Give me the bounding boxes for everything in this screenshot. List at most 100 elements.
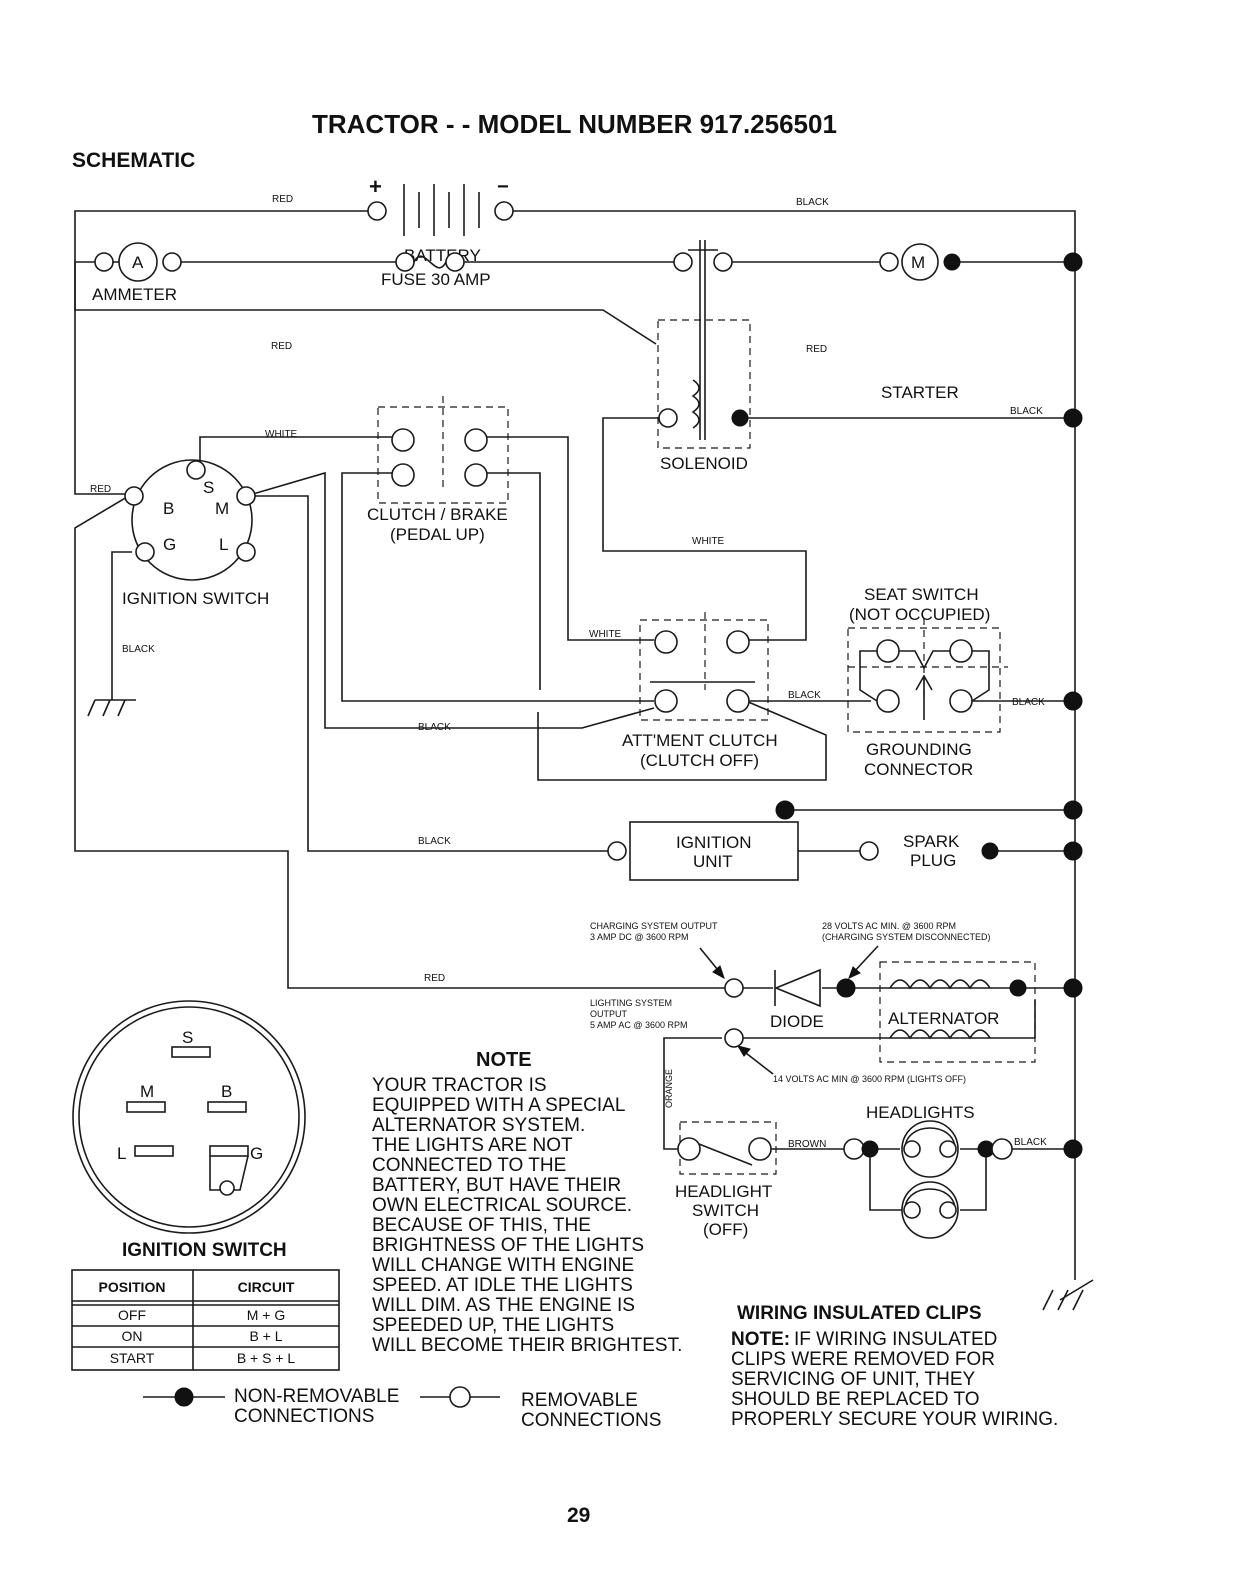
wire-label-red-starter: RED (806, 344, 827, 355)
seat-switch-label-1: SEAT SWITCH (864, 585, 979, 604)
wire-label-red-ignition: RED (90, 484, 111, 495)
volts14-annotation: 14 VOLTS AC MIN @ 3600 RPM (LIGHTS OFF) (773, 1074, 966, 1084)
clutch-brake-label-2: (PEDAL UP) (390, 525, 485, 544)
ignition-face-s: S (182, 1028, 193, 1047)
removable-connection-icon (449, 1386, 471, 1408)
wire-label-orange: ORANGE (664, 1069, 674, 1108)
note-line: OWN ELECTRICAL SOURCE. (372, 1195, 632, 1216)
clips-line: SERVICING OF UNIT, THEY (731, 1369, 976, 1390)
wire-label-black-starter: BLACK (1010, 406, 1043, 417)
note-line: THE LIGHTS ARE NOT (372, 1135, 573, 1156)
note-line: CONNECTED TO THE (372, 1155, 566, 1176)
note-heading: NOTE (476, 1049, 532, 1071)
starter-symbol-letter: M (911, 253, 925, 272)
wire-label-white-ignition: WHITE (265, 429, 298, 440)
ignition-switch-symbol (124, 459, 256, 581)
table-cell-circuit: M + G (247, 1307, 286, 1323)
alternator-label: ALTERNATOR (888, 1009, 999, 1028)
wire-label-black-headlights: BLACK (1014, 1137, 1047, 1148)
ignition-terminal-g: G (163, 535, 176, 554)
ignition-detail-title: IGNITION SWITCH (122, 1240, 287, 1261)
lighting-output-terminal (724, 1028, 744, 1048)
ignition-face-m: M (140, 1082, 154, 1101)
grounding-label-1: GROUNDING (866, 740, 972, 759)
headlights-label: HEADLIGHTS (866, 1103, 975, 1122)
spark-plug-label-2: PLUG (910, 851, 956, 870)
wire-label-black-ground-conn: BLACK (1012, 697, 1045, 708)
wire-label-white-attment: WHITE (589, 629, 622, 640)
ignition-switch-label: IGNITION SWITCH (122, 589, 269, 608)
wire-label-black: BLACK (796, 197, 829, 208)
wire-label-red-alternator: RED (424, 973, 445, 984)
ignition-face-b: B (221, 1082, 232, 1101)
legend-non-removable-2: CONNECTIONS (234, 1406, 374, 1427)
alternator-symbol (879, 961, 1083, 1063)
wire-label-black-ignition-unit: BLACK (418, 836, 451, 847)
ignition-terminal-s: S (203, 478, 214, 497)
note-line: BATTERY, BUT HAVE THEIR (372, 1175, 621, 1196)
seat-switch-label-2: (NOT OCCUPIED) (849, 605, 990, 624)
clutch-brake-switch (377, 396, 509, 504)
ignition-terminal-l: L (219, 535, 228, 554)
starter-label: STARTER (881, 383, 959, 402)
charging-annotation-1: CHARGING SYSTEM OUTPUT (590, 921, 718, 931)
note-line: WILL CHANGE WITH ENGINE (372, 1255, 634, 1276)
clips-body: IF WIRING INSULATED CLIPS WERE REMOVED F… (731, 1329, 1058, 1430)
starter-symbol (879, 243, 1083, 428)
wire-label-red-ammeter: RED (271, 341, 292, 352)
battery-symbol (367, 184, 514, 236)
ignition-switch-face (72, 1000, 306, 1234)
table-header-circuit: CIRCUIT (238, 1279, 295, 1295)
ignition-terminal-m: M (215, 499, 229, 518)
wire-label-black-seat: BLACK (788, 690, 821, 701)
seat-switch (847, 618, 1083, 733)
note-line: ALTERNATOR SYSTEM. (372, 1115, 585, 1136)
note-line: WILL DIM. AS THE ENGINE IS (372, 1295, 635, 1316)
note-body: YOUR TRACTOR IS EQUIPPED WITH A SPECIAL … (372, 1075, 682, 1356)
note-line: EQUIPPED WITH A SPECIAL (372, 1095, 625, 1116)
headlight-switch-label-2: SWITCH (692, 1201, 759, 1220)
ammeter-symbol (94, 242, 182, 282)
clips-line: IF WIRING INSULATED (794, 1329, 997, 1350)
fuse-symbol (395, 252, 465, 272)
wire-label-black-attment: BLACK (418, 722, 451, 733)
clutch-brake-label-1: CLUTCH / BRAKE (367, 505, 508, 524)
solenoid-symbol (657, 240, 751, 449)
non-removable-connection-icon (174, 1387, 194, 1407)
lighting-annotation-1: LIGHTING SYSTEM (590, 998, 672, 1008)
note-line: WILL BECOME THEIR BRIGHTEST. (372, 1335, 682, 1356)
charging-annotation-2: 3 AMP DC @ 3600 RPM (590, 932, 689, 942)
table-cell-position: START (110, 1350, 155, 1366)
table-cell-circuit: B + S + L (237, 1350, 296, 1366)
ignition-face-g: G (250, 1144, 263, 1163)
legend-removable-1: REMOVABLE (521, 1390, 638, 1411)
attment-clutch-label-2: (CLUTCH OFF) (640, 751, 759, 770)
lighting-annotation-2: OUTPUT (590, 1009, 628, 1019)
table-cell-circuit: B + L (249, 1328, 282, 1344)
ignition-unit-label-2: UNIT (693, 852, 733, 871)
table-header-position: POSITION (99, 1279, 166, 1295)
headlight-switch (677, 1121, 777, 1175)
wire-label-brown: BROWN (788, 1139, 826, 1150)
table-cell-position: ON (122, 1328, 143, 1344)
clips-line: SHOULD BE REPLACED TO (731, 1389, 979, 1410)
legend-removable-2: CONNECTIONS (521, 1410, 661, 1431)
note-line: BRIGHTNESS OF THE LIGHTS (372, 1235, 644, 1256)
diode-label: DIODE (770, 1012, 824, 1031)
volts28-annotation-1: 28 VOLTS AC MIN. @ 3600 RPM (822, 921, 956, 931)
diode-symbol (724, 968, 856, 1008)
annotation-arrows (699, 945, 879, 1075)
page-title: TRACTOR - - MODEL NUMBER 917.256501 (312, 109, 837, 139)
clips-line: CLIPS WERE REMOVED FOR (731, 1349, 995, 1370)
clips-heading: WIRING INSULATED CLIPS (737, 1303, 982, 1324)
page-number: 29 (567, 1504, 590, 1527)
spark-plug-symbol (859, 841, 1083, 861)
ammeter-symbol-letter: A (132, 253, 144, 272)
note-line: SPEEDED UP, THE LIGHTS (372, 1315, 614, 1336)
attment-clutch-label-1: ATT'MENT CLUTCH (622, 731, 778, 750)
headlight-switch-label-1: HEADLIGHT (675, 1182, 772, 1201)
fuse-label: FUSE 30 AMP (381, 270, 491, 289)
solenoid-label: SOLENOID (660, 454, 748, 473)
wire-label-red: RED (272, 194, 293, 205)
